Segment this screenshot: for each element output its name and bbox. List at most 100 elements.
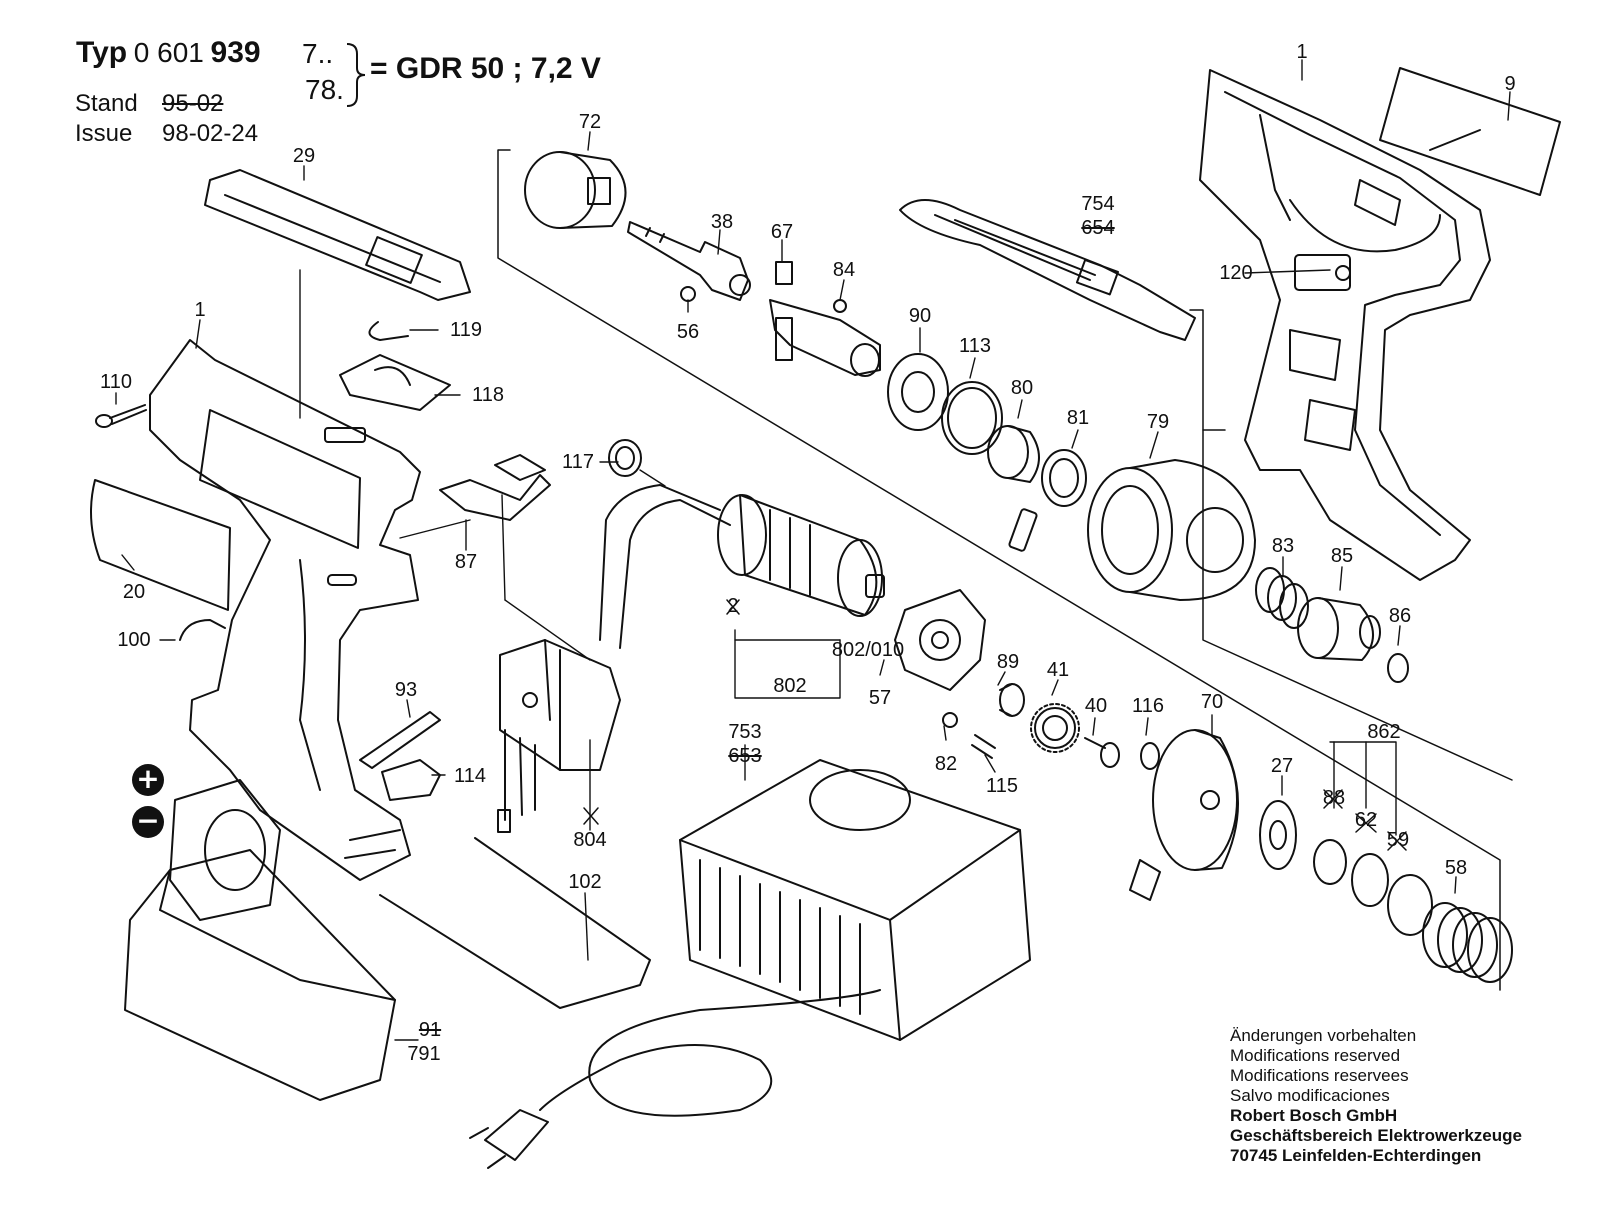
ring-86	[1387, 653, 1409, 683]
ring-117	[608, 439, 642, 477]
stand-value: 95-02	[162, 90, 224, 117]
nameplate	[1379, 67, 1561, 196]
part-label-85: 85	[1330, 545, 1354, 567]
bearing-27	[1259, 800, 1297, 870]
o-ring-56	[680, 286, 696, 302]
typ-variant-2: 78.	[305, 74, 344, 105]
part-label-116: 116	[1132, 695, 1164, 717]
part-label-1-left: 1	[194, 299, 206, 321]
part-label-93: 93	[394, 679, 418, 701]
wire-loop-102	[379, 837, 651, 1009]
ring-113-inner	[947, 387, 997, 449]
button-118	[339, 354, 451, 411]
part-label-802: 802	[773, 675, 807, 697]
spindle	[627, 221, 751, 301]
washer-90	[887, 353, 949, 431]
washer-82	[942, 712, 958, 728]
typ-number-bold: 939	[210, 36, 261, 69]
issue-value: 98-02-24	[162, 120, 259, 147]
washer-88	[1313, 839, 1347, 885]
anvil-disc-70	[1152, 729, 1239, 871]
power-cord	[469, 989, 881, 1169]
part-label-115: 115	[986, 775, 1018, 797]
ring-81	[1041, 449, 1087, 507]
part-label-82: 82	[934, 753, 958, 775]
part-label-89: 89	[996, 651, 1020, 673]
gear-plate-57	[894, 589, 986, 691]
part-label-87: 87	[454, 551, 478, 573]
stand-label: Stand	[75, 90, 138, 117]
assembly-frame-lines	[497, 149, 1513, 991]
bushing-89-body	[999, 683, 1013, 717]
footer-line-es: Salvo modificaciones	[1230, 1086, 1390, 1105]
housing-half-right	[1199, 69, 1491, 581]
spring-58	[1422, 902, 1513, 983]
part-label-40: 40	[1084, 695, 1108, 717]
side-label	[90, 479, 231, 611]
part-label-41: 41	[1046, 659, 1070, 681]
bearing-80	[987, 425, 1040, 483]
footer-company: Robert Bosch GmbH	[1230, 1106, 1398, 1125]
ring-81-inner	[1049, 458, 1079, 498]
housing-half-left	[149, 339, 421, 881]
part-label-119: 119	[450, 319, 482, 341]
part-label-110: 110	[100, 371, 132, 393]
motor-wires	[599, 484, 731, 649]
latch-part	[1129, 859, 1161, 901]
anvil-sleeve	[524, 151, 627, 229]
leader-lines	[115, 59, 1511, 1041]
typ-number-prefix: 0 601	[133, 37, 204, 68]
typ-label: Typ	[76, 36, 128, 69]
part-label-29: 29	[292, 145, 316, 167]
part-label-791: 791	[407, 1043, 441, 1065]
part-label-20: 20	[122, 581, 146, 603]
cross-marks	[583, 599, 1407, 851]
cap-59	[1387, 874, 1433, 936]
screw-93	[359, 711, 441, 769]
clip-119	[368, 321, 409, 341]
part-label-88: 88	[1322, 787, 1346, 809]
screw-110	[95, 404, 147, 428]
battery-pack	[124, 779, 396, 1101]
part-label-59: 59	[1386, 829, 1410, 851]
part-label-27: 27	[1270, 755, 1294, 777]
part-label-84: 84	[832, 259, 856, 281]
wire-clip-100	[179, 619, 226, 641]
part-label-754: 754	[1081, 193, 1115, 215]
part-label-117: 117	[562, 451, 594, 473]
washer-90-hole	[901, 371, 935, 413]
ring-117-inner	[615, 446, 635, 470]
part-label-86: 86	[1388, 605, 1412, 627]
part-label-79: 79	[1146, 411, 1170, 433]
ring-116	[1140, 742, 1160, 770]
footer-line-de: Änderungen vorbehalten	[1230, 1026, 1417, 1045]
part-label-91: 91	[418, 1019, 442, 1041]
footer-address: 70745 Leinfelden-Echterdingen	[1230, 1146, 1482, 1165]
part-label-81: 81	[1066, 407, 1090, 429]
footer-line-fr: Modifications reservees	[1230, 1066, 1409, 1085]
part-label-72: 72	[578, 111, 602, 133]
part-label-2: 2	[727, 595, 739, 617]
footer-notes: Änderungen vorbehalten Modifications res…	[1230, 1026, 1522, 1166]
part-label-38: 38	[710, 211, 734, 233]
bolt-40	[1084, 737, 1120, 768]
drive-shaft	[769, 261, 881, 377]
plus-symbol: +	[132, 764, 164, 796]
hammer-housing	[1087, 459, 1256, 601]
part-label-9: 9	[1504, 73, 1516, 95]
switch-unit	[497, 639, 621, 833]
part-label-102: 102	[568, 871, 602, 893]
brace	[346, 43, 366, 107]
ring-84	[833, 299, 847, 313]
charger	[679, 759, 1031, 1041]
part-label-653: 653	[728, 745, 762, 767]
holder-114	[381, 759, 441, 801]
bracket-87	[439, 454, 551, 521]
part-label-802-010: 802/010	[831, 639, 905, 661]
wrist-strap	[899, 199, 1196, 341]
spring-83	[1255, 567, 1309, 629]
part-label-804: 804	[573, 829, 607, 851]
part-label-100: 100	[117, 629, 151, 651]
clip-part	[1008, 508, 1038, 552]
